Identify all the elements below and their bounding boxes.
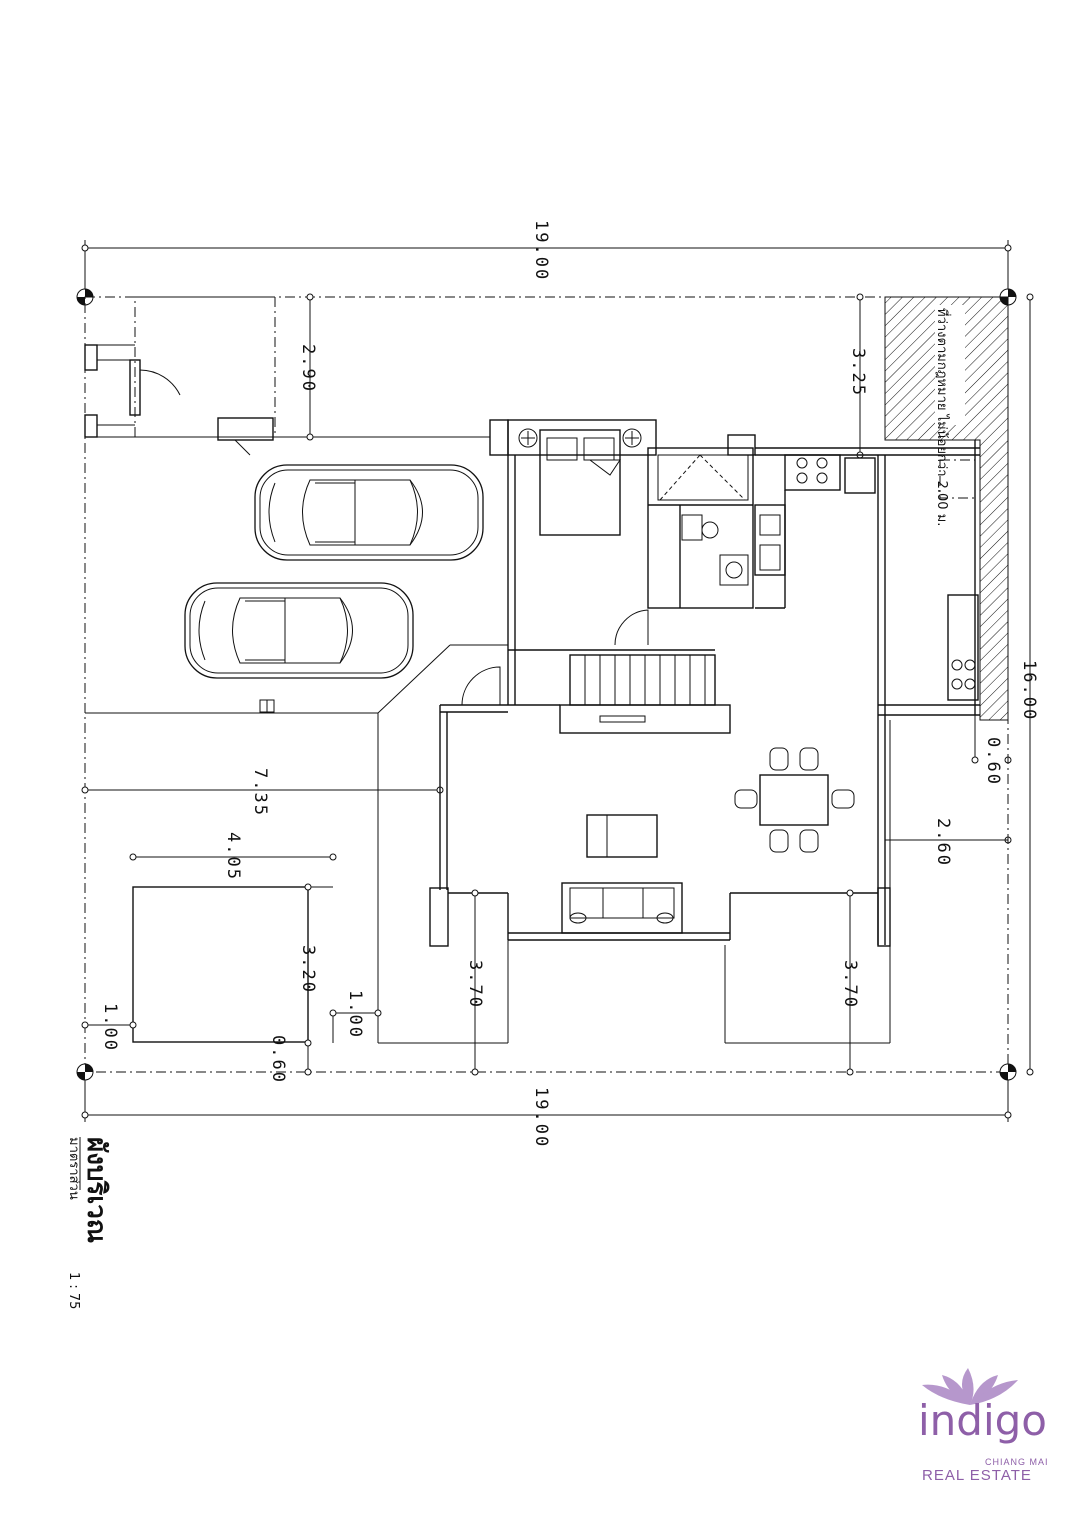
hatched-setback-area: ที่ว่างตามกฎหมาย ไม่น้อยกว่า 2.00 ม. xyxy=(884,296,1009,721)
dimension-setback-top-left: 2.90 xyxy=(298,293,318,441)
drawing-title: ผังบริเวณ xyxy=(81,1137,111,1243)
dim-right-label: 16.00 xyxy=(1019,660,1039,721)
dim-setback-top-left: 2.90 xyxy=(298,344,318,393)
dimension-right: 16.00 xyxy=(1004,293,1039,1076)
dim-bottom-right-setback: 3.70 xyxy=(840,960,860,1009)
dim-top-label: 19.00 xyxy=(531,220,551,281)
indigo-logo: indigo CHIANG MAI REAL ESTATE xyxy=(918,1368,1049,1484)
dim-garage-depth: 7.35 xyxy=(250,768,270,817)
dimension-top: 19.00 xyxy=(81,220,1012,300)
dim-left-2: 1.00 xyxy=(345,990,365,1039)
dim-bottom-left-setback: 3.70 xyxy=(465,960,485,1009)
coffee-table xyxy=(586,814,658,858)
driveway-lines xyxy=(85,644,508,1044)
title-block: ผังบริเวณ มาตราส่วน 1 : 75 xyxy=(66,1137,111,1309)
dimension-bottom: 19.00 xyxy=(81,1070,1012,1148)
corner-marker-bl xyxy=(76,1063,94,1081)
car-1 xyxy=(254,464,484,561)
paved-pad: 4.05 3.20 1.00 1.00 0.60 xyxy=(81,832,382,1084)
corner-marker-br xyxy=(999,1063,1017,1081)
dining-table xyxy=(734,747,855,853)
drawing-subtitle: มาตราส่วน xyxy=(66,1137,81,1200)
dimension-setback-top-right: 3.25 xyxy=(848,293,868,459)
stair-treads xyxy=(584,655,706,705)
lotus-icon xyxy=(922,1368,1018,1405)
sofa xyxy=(561,882,683,934)
dim-left-3: 0.60 xyxy=(268,1035,288,1084)
dim-pad-depth: 3.20 xyxy=(298,945,318,994)
bed xyxy=(518,428,642,536)
dimension-bottom-setbacks: 3.70 3.70 xyxy=(465,889,860,1076)
drawing-scale: 1 : 75 xyxy=(66,1272,81,1309)
gate-area xyxy=(84,296,490,456)
logo-word: indigo xyxy=(918,1396,1047,1445)
dimension-right-small: 0.60 2.60 xyxy=(885,715,1008,867)
house-walls xyxy=(429,419,980,1044)
logo-city: CHIANG MAI xyxy=(985,1457,1049,1467)
site-boundary xyxy=(76,288,1017,1081)
dimension-garage-depth: 7.35 xyxy=(81,768,444,817)
dim-right-small: 0.60 xyxy=(983,737,1003,786)
dim-bottom-label: 19.00 xyxy=(531,1087,551,1148)
dim-left-1: 1.00 xyxy=(100,1003,120,1052)
car-2 xyxy=(184,582,414,679)
dim-right-2: 2.60 xyxy=(933,818,953,867)
dim-setback-top-right: 3.25 xyxy=(848,348,868,397)
dim-pad-width: 4.05 xyxy=(223,832,243,881)
logo-tagline: REAL ESTATE xyxy=(922,1467,1032,1484)
hatch-note: ที่ว่างตามกฎหมาย ไม่น้อยกว่า 2.00 ม. xyxy=(934,308,951,526)
